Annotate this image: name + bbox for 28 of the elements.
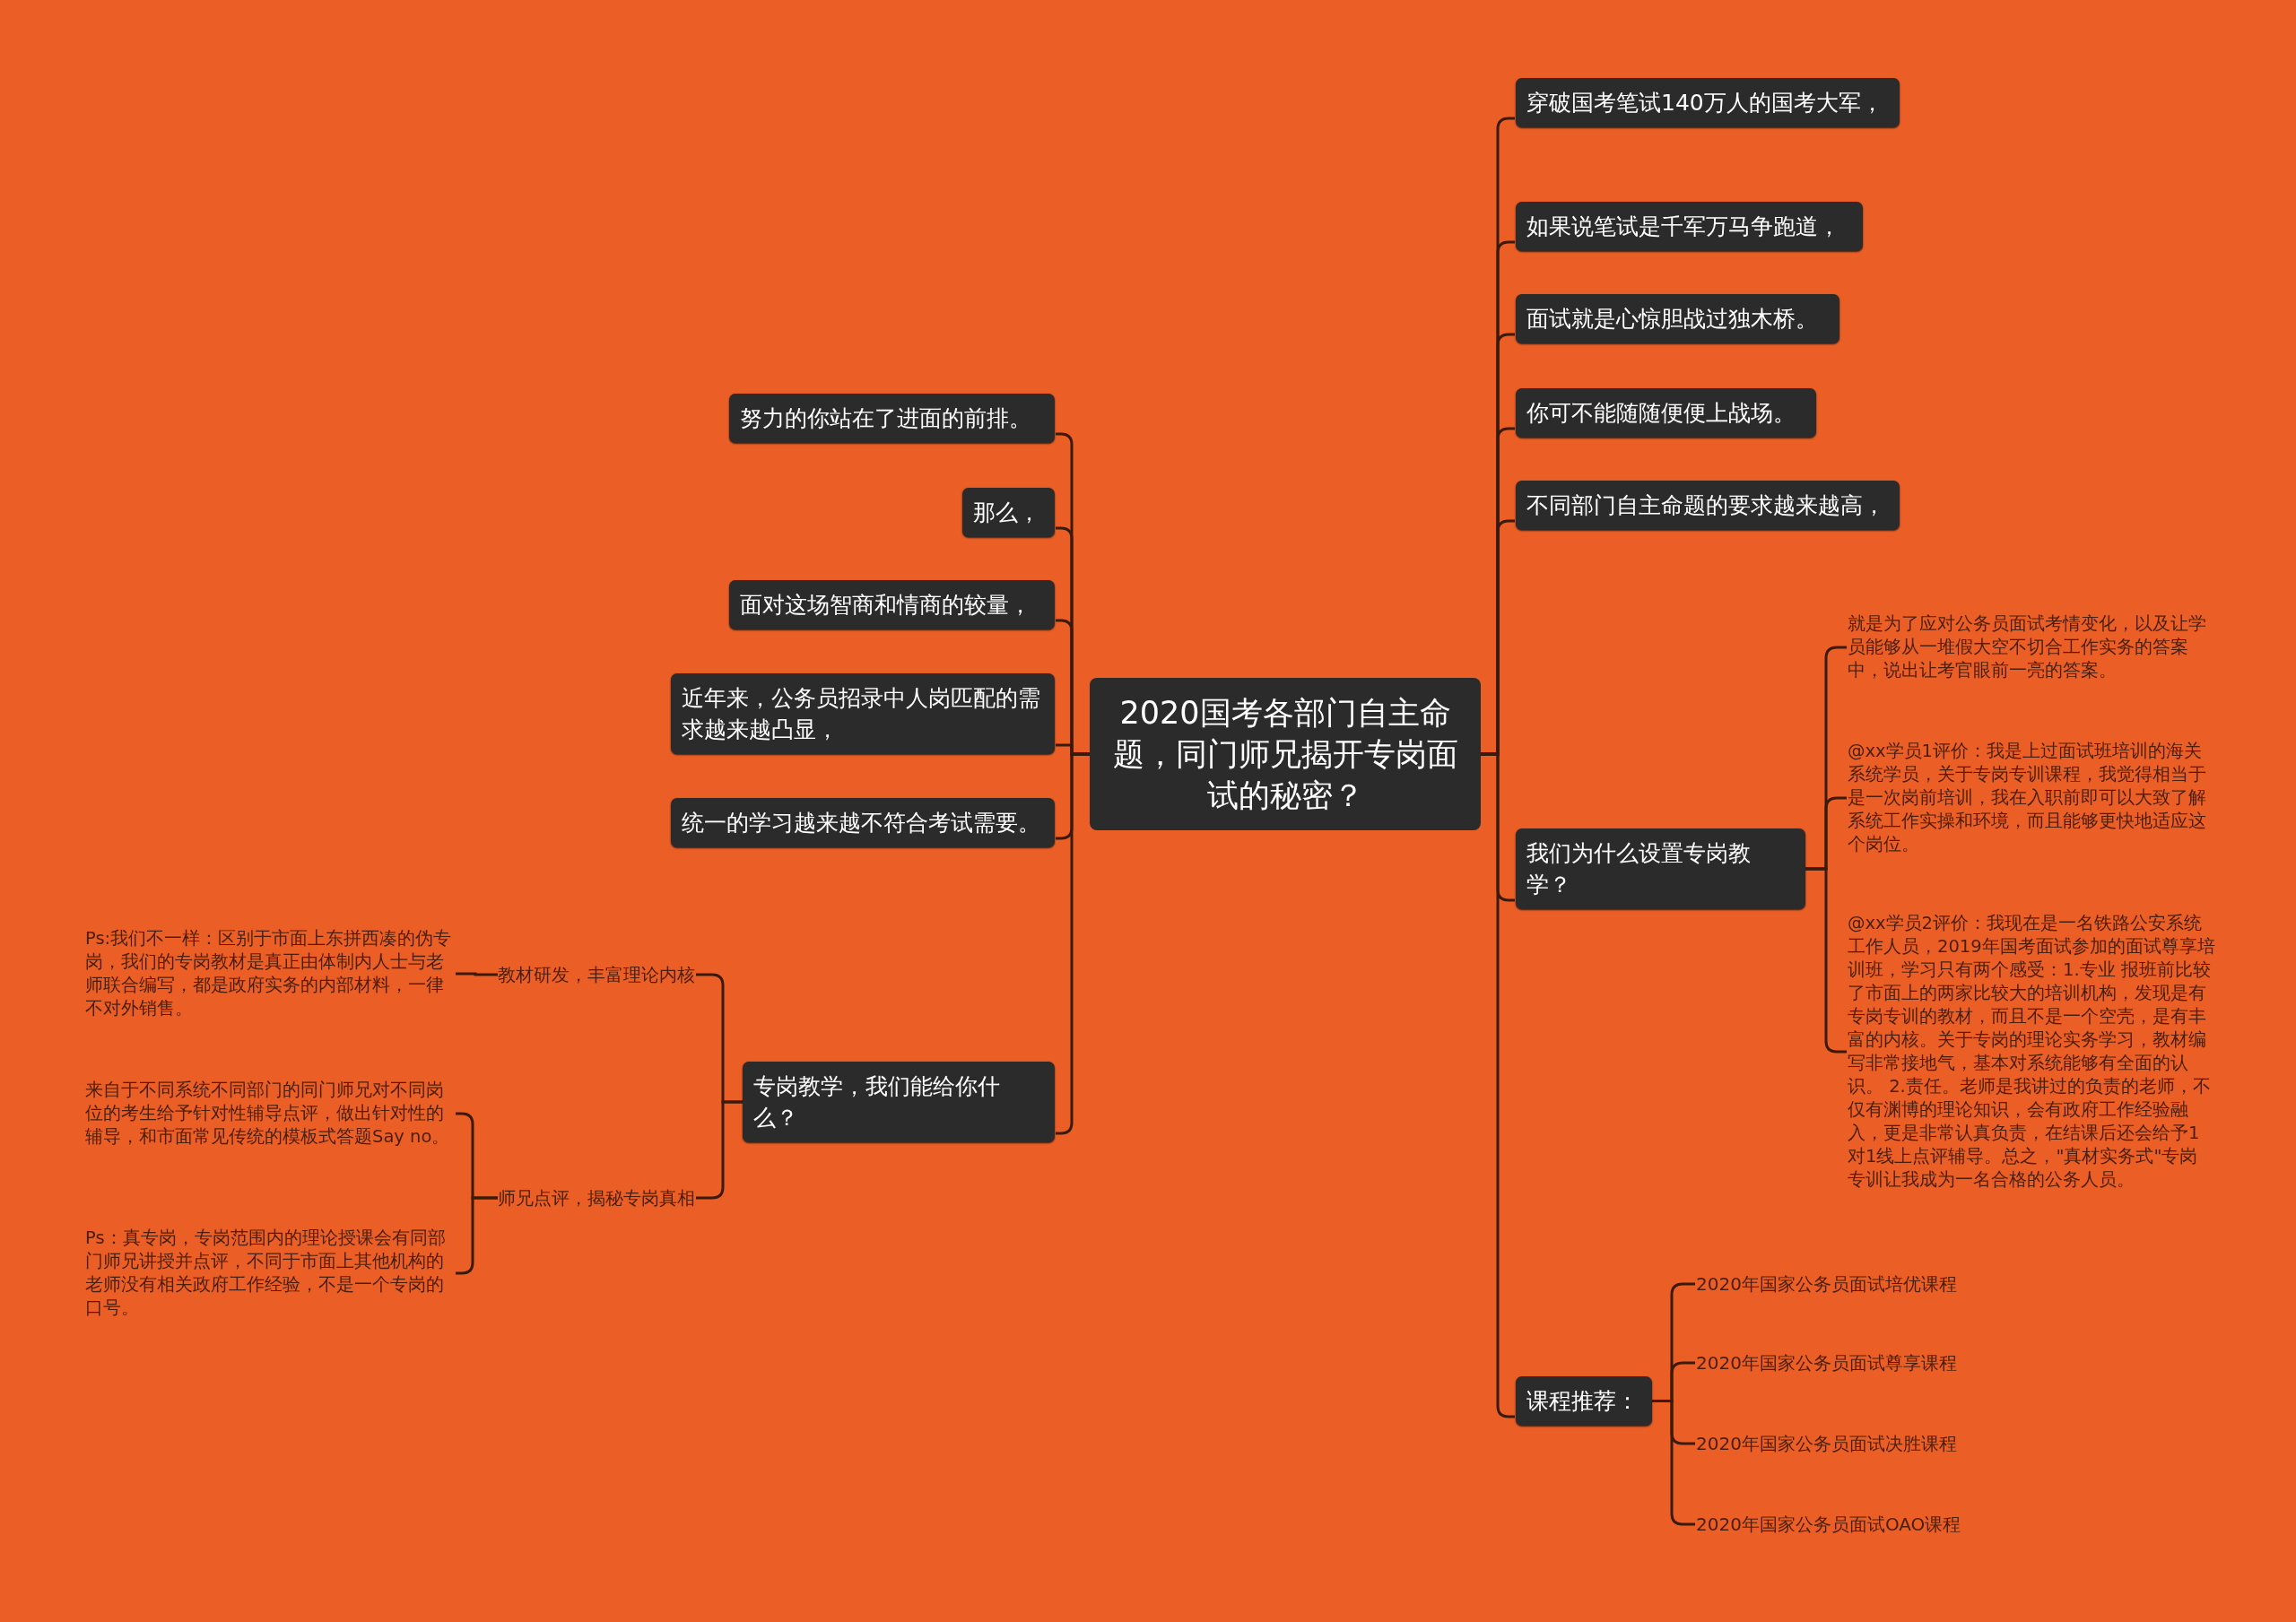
topic-box: 面对这场智商和情商的较量，: [729, 580, 1055, 629]
connector-line: [1056, 752, 1090, 1135]
topic-box: 我们为什么设置专岗教学？: [1516, 828, 1805, 909]
central-topic-box: 2020国考各部门自主命题，同门师兄揭开专岗面试的秘密？: [1090, 678, 1481, 830]
connector-line: [456, 972, 498, 976]
note-text: Ps：真专岗，专岗范围内的理论授课会有同部门师兄讲授并点评，不同于市面上其他机构的老师没有相关政府工作经验，不是一个专岗的口号。: [85, 1227, 455, 1320]
note-text: Ps:我们不一样：区别于市面上东拼西凑的伪专岗，我们的专岗教材是真正由体制内人士与老师联合编写，都是政府实务的内部材料，一律不对外销售。: [85, 927, 455, 1020]
branch-text: 2020年国家公务员面试决胜课程: [1696, 1432, 1957, 1455]
topic-box: 不同部门自主命题的要求越来越高，: [1516, 481, 1900, 530]
topic-box: 如果说笔试是千军万马争跑道，: [1516, 202, 1863, 251]
branch-text: 教材研发，丰富理论内核: [498, 963, 695, 986]
branch-text: 师兄点评，揭秘专岗真相: [498, 1186, 695, 1210]
topic-box: 近年来，公务员招录中人岗匹配的需求越来越凸显，: [671, 673, 1055, 754]
branch-text: 2020年国家公务员面试尊享课程: [1696, 1351, 1957, 1375]
topic-box: 面试就是心惊胆战过独木桥。: [1516, 294, 1839, 343]
branch-text: 2020年国家公务员面试培优课程: [1696, 1272, 1957, 1296]
topic-box: 那么，: [962, 488, 1055, 537]
topic-box: 你可不能随随便便上战场。: [1516, 388, 1816, 438]
topic-box: 统一的学习越来越不符合考试需要。: [671, 798, 1055, 847]
branch-text: 2020年国家公务员面试OAO课程: [1696, 1513, 1961, 1536]
note-text: @xx学员2评价：我现在是一名铁路公安系统工作人员，2019年国考面试参加的面试尊享培训班，学习只有两个感受：1.专业 报班前比较了市面上的两家比较大的培训机构，发现是有专岗专训的教材，而且不是一个空壳，是有丰富的内核。关于专岗的理论实务学习，教材编写非常接地气，基本对系统能够有全面的认识。 2.责任。老师是我讲过的负责的老师，不仅有渊博的理论知识，会有政府工作经验融入，更是非常认真负责，在结课后还会给予1对1线上点评辅导。总之，"真材实务式"专岗专训让我成为一名合格的公务人员。: [1848, 912, 2215, 1192]
note-text: @xx学员1评价：我是上过面试班培训的海关系统学员，关于专岗专训课程，我觉得相当于是一次岗前培训，我在入职前即可以大致了解系统工作实操和环境，而且能够更快地适应这个岗位。: [1848, 740, 2215, 856]
note-text: 来自于不同系统不同部门的同门师兄对不同岗位的考生给予针对性辅导点评，做出针对性的辅导，和市面常见传统的模板式答题Say no。: [85, 1079, 455, 1149]
topic-box: 课程推荐：: [1516, 1376, 1652, 1426]
topic-box: 穿破国考笔试140万人的国考大军，: [1516, 78, 1900, 127]
topic-box: 专岗教学，我们能给你什么？: [743, 1062, 1055, 1142]
note-text: 就是为了应对公务员面试考情变化，以及让学员能够从一堆假大空不切合工作实务的答案中，说出让考官眼前一亮的答案。: [1848, 612, 2215, 682]
topic-box: 努力的你站在了进面的前排。: [729, 394, 1055, 443]
